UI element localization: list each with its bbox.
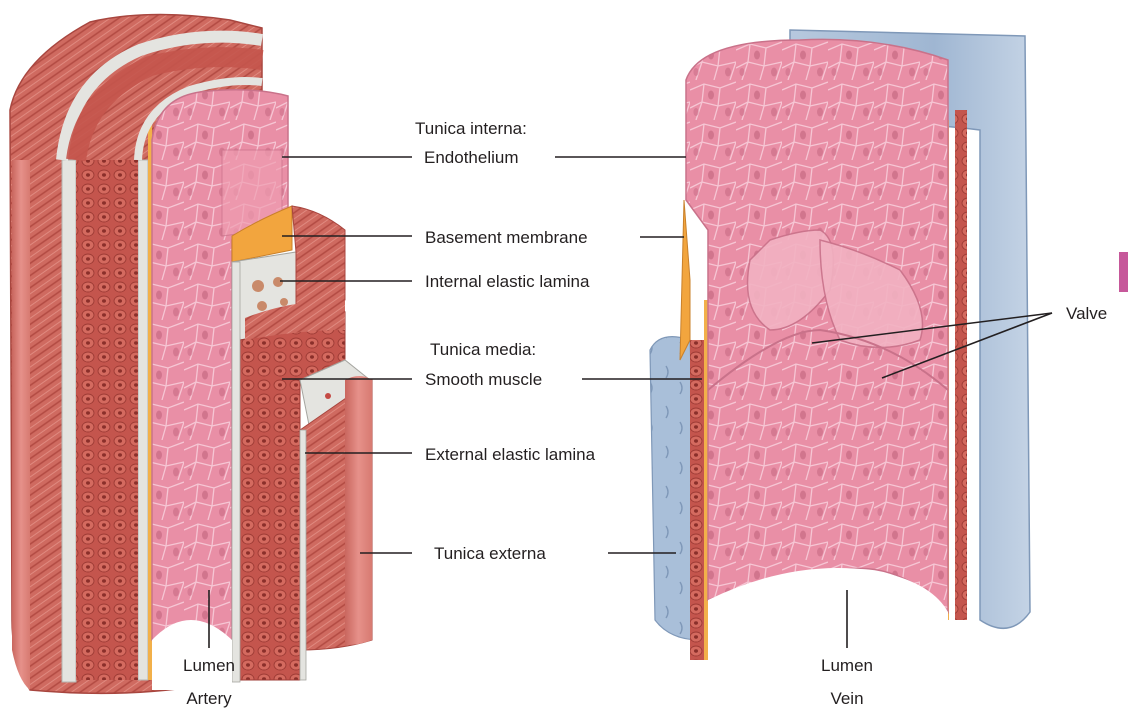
smooth-muscle-label: Smooth muscle xyxy=(425,370,542,390)
tunica-externa-label: Tunica externa xyxy=(434,544,546,564)
external-elastic-lamina-label: External elastic lamina xyxy=(425,445,595,465)
basement-membrane-label: Basement membrane xyxy=(425,228,588,248)
internal-elastic-lamina-label: Internal elastic lamina xyxy=(425,272,589,292)
page-edge-tab xyxy=(1119,252,1128,292)
artery-illustration xyxy=(10,14,372,693)
vein-lumen-label: Lumen xyxy=(821,656,873,676)
endothelium-label: Endothelium xyxy=(424,148,519,168)
vein-title: Vein xyxy=(830,689,863,709)
vein-illustration xyxy=(650,30,1030,690)
tunica-interna-heading: Tunica interna: xyxy=(415,119,527,139)
tunica-media-heading: Tunica media: xyxy=(430,340,536,360)
artery-lumen-label: Lumen xyxy=(183,656,235,676)
valve-label: Valve xyxy=(1066,304,1107,324)
artery-title: Artery xyxy=(186,689,231,709)
